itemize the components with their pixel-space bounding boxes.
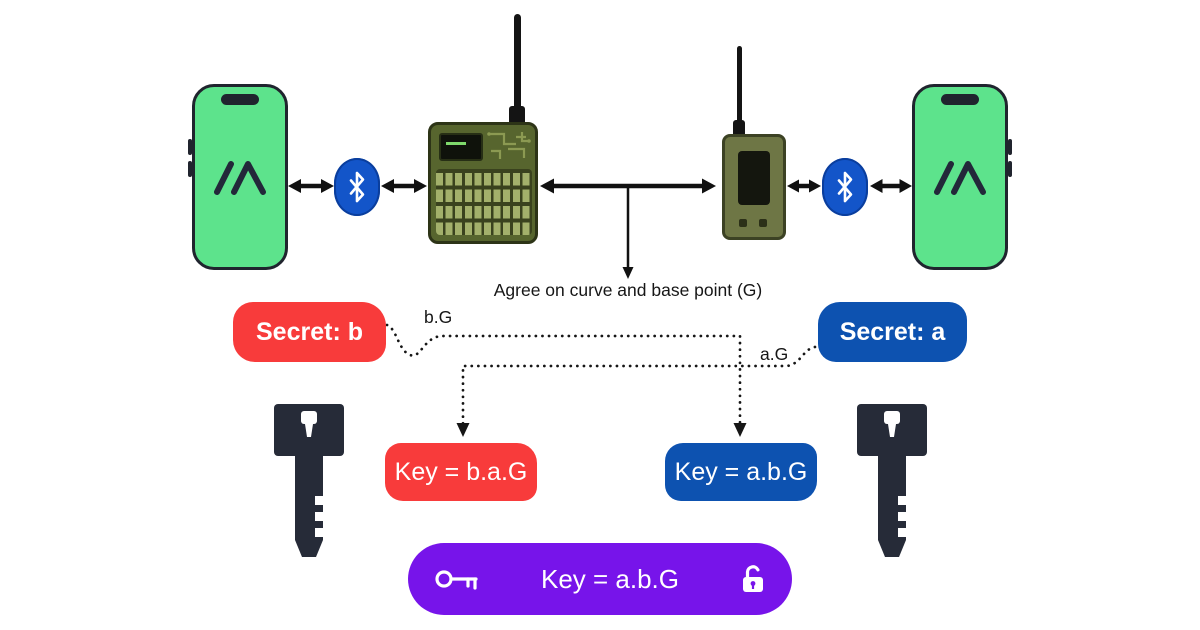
key-b-box: Key = b.a.G bbox=[385, 443, 537, 501]
mesh-logo-icon bbox=[934, 161, 986, 195]
key-outline-icon bbox=[435, 570, 478, 590]
path-aG-arrowhead bbox=[456, 423, 470, 437]
radio-right bbox=[722, 134, 786, 240]
mesh-logo-icon bbox=[214, 161, 266, 195]
secret-a-box: Secret: a bbox=[818, 302, 967, 362]
phone-notch bbox=[941, 94, 979, 105]
arrow-radio-to-bluetooth-right bbox=[787, 179, 821, 193]
radio-left bbox=[428, 122, 538, 244]
key-icon bbox=[857, 404, 927, 557]
arrow-bluetooth-to-phone-right bbox=[870, 179, 912, 193]
phone-side-button bbox=[188, 139, 192, 155]
phone-side-button bbox=[1008, 139, 1012, 155]
secret-b-label: Secret: b bbox=[256, 317, 363, 346]
final-key-pill: Key = a.b.G bbox=[408, 543, 792, 615]
radio-keyboard bbox=[436, 169, 532, 235]
arrow-radio-to-radio bbox=[540, 178, 716, 279]
phone-side-button bbox=[188, 161, 192, 177]
bg-label: b.G bbox=[424, 307, 453, 327]
secret-b-box: Secret: b bbox=[233, 302, 386, 362]
bluetooth-badge-right bbox=[822, 158, 868, 216]
radio-screen bbox=[439, 133, 483, 161]
path-bG-arrowhead bbox=[733, 423, 747, 437]
secret-a-label: Secret: a bbox=[839, 317, 946, 346]
phone-notch bbox=[221, 94, 259, 105]
radio-right-button bbox=[759, 219, 767, 227]
phone-side-button bbox=[1008, 161, 1012, 177]
bluetooth-icon bbox=[349, 171, 365, 203]
arrow-bluetooth-to-radio-left bbox=[381, 179, 427, 193]
ag-label: a.G bbox=[760, 344, 789, 364]
agree-label: Agree on curve and base point (G) bbox=[493, 280, 763, 300]
key-a-label: Key = a.b.G bbox=[674, 457, 808, 486]
arrow-phone-to-bluetooth-left bbox=[288, 179, 334, 193]
radio-right-antenna-base bbox=[733, 120, 745, 138]
radio-left-antenna-base bbox=[509, 106, 525, 126]
key-b-label: Key = b.a.G bbox=[394, 457, 528, 486]
radio-right-panel bbox=[738, 151, 770, 205]
circuit-pattern-icon bbox=[487, 132, 531, 159]
bluetooth-icon bbox=[837, 171, 853, 203]
radio-right-antenna bbox=[737, 46, 742, 138]
unlock-open-icon bbox=[743, 565, 763, 592]
bluetooth-badge-left bbox=[334, 158, 380, 216]
radio-left-antenna bbox=[514, 14, 521, 126]
path-bG bbox=[385, 323, 742, 426]
final-key-label: Key = a.b.G bbox=[540, 563, 680, 594]
phone-right bbox=[912, 84, 1012, 270]
radio-right-button bbox=[739, 219, 747, 227]
phone-left bbox=[188, 84, 288, 270]
key-icon bbox=[274, 404, 344, 557]
key-a-box: Key = a.b.G bbox=[665, 443, 817, 501]
